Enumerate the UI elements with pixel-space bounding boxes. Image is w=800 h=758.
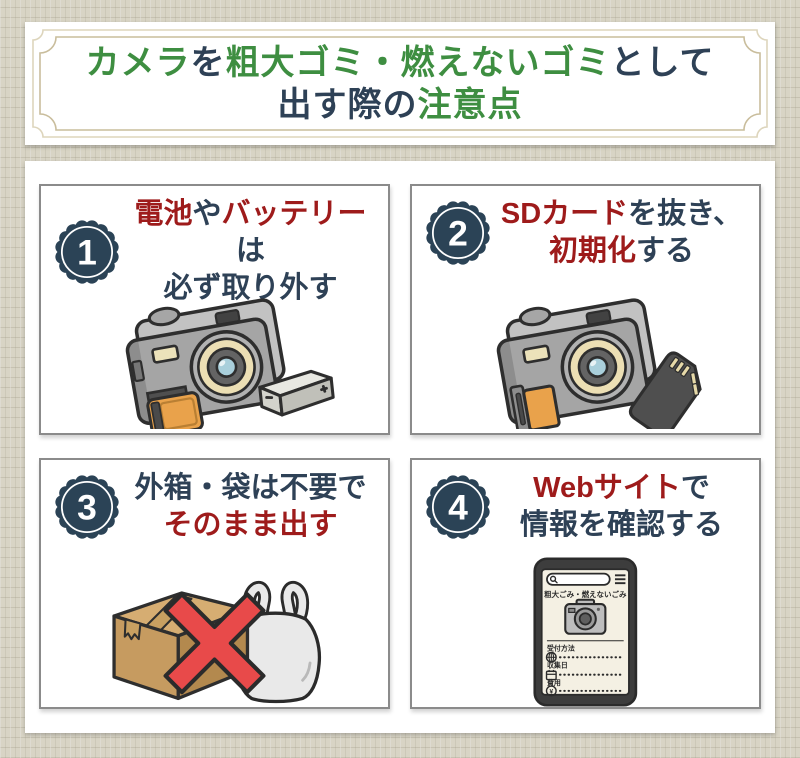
- card-step-4: 4 Webサイトで 情報を確認する 粗大ごみ・燃えないごみ: [410, 458, 761, 709]
- heading-segment: Webサイト: [533, 472, 681, 504]
- heading-segment: する: [636, 235, 695, 267]
- phone-info-row: 収集日: [545, 660, 625, 680]
- row-label: 受付方法: [547, 643, 575, 652]
- heading-segment: 注意点: [417, 85, 523, 124]
- card-step-1: 1 電池やバッテリーは 必ず取り外す: [39, 184, 390, 435]
- phone-info-row: 受付方法: [545, 643, 625, 663]
- search-bar: [546, 572, 611, 586]
- heading-segment: 粗大ゴミ・燃えないゴミ: [225, 43, 611, 82]
- svg-text:¥: ¥: [550, 688, 554, 695]
- badge-number: 3: [77, 487, 97, 527]
- flash-window: [150, 344, 180, 364]
- heading-segment: を: [190, 43, 226, 82]
- page-title-line2: 出す際の注意点: [278, 84, 523, 126]
- battery-illustration: [257, 369, 335, 417]
- hamburger-menu-icon: [615, 573, 626, 584]
- globe-icon: [545, 651, 557, 663]
- prohibition-cross-icon: [163, 591, 266, 694]
- card-heading: Webサイトで 情報を確認する: [492, 470, 751, 544]
- battery-door-open: [145, 390, 204, 429]
- heading-segment: や: [192, 198, 222, 230]
- camera-illustration: [125, 297, 286, 429]
- number-badge: 3: [53, 473, 121, 541]
- camera-battery-illustration: [125, 297, 335, 429]
- heading-segment: 必ず取り外す: [163, 272, 338, 304]
- sd-card-illustration: [628, 351, 702, 429]
- page-title-line1: カメラを粗大ゴミ・燃えないゴミとして: [86, 42, 715, 84]
- number-badge: 1: [53, 218, 121, 286]
- heading-segment: で: [680, 472, 710, 504]
- card-heading: 電池やバッテリーは 必ず取り外す: [121, 196, 380, 307]
- heading-segment: SDカード: [500, 198, 629, 230]
- badge-number: 4: [448, 487, 468, 527]
- phone-page-heading: 粗大ごみ・燃えないごみ: [544, 589, 627, 599]
- heading-segment: 情報を確認する: [519, 509, 723, 541]
- heading-segment: を抜き、: [628, 198, 743, 230]
- heading-segment: 外箱・袋は不要で: [134, 472, 367, 504]
- plus-terminal: [319, 384, 328, 393]
- card-step-3: 3 外箱・袋は不要で そのまま出す: [39, 458, 390, 709]
- camera-illustration: [496, 297, 657, 429]
- phone-camera-icon: [564, 598, 607, 635]
- heading-segment: 電池: [134, 198, 193, 230]
- card-heading: SDカードを抜き、 初期化する: [492, 196, 751, 270]
- card-door-open: [508, 384, 561, 429]
- heading-segment: 初期化: [548, 235, 636, 267]
- heading-segment: 出す際の: [277, 85, 418, 124]
- header-card: カメラを粗大ゴミ・燃えないゴミとして 出す際の注意点: [25, 22, 775, 145]
- row-label: 費用: [547, 678, 561, 687]
- tape-flap: [123, 617, 142, 640]
- heading-segment: として: [610, 43, 715, 82]
- card-heading: 外箱・袋は不要で そのまま出す: [121, 470, 380, 544]
- row-label: 収集日: [547, 660, 568, 669]
- number-badge: 2: [424, 199, 492, 267]
- decorative-frame: [32, 29, 768, 138]
- search-icon: [550, 575, 558, 584]
- phone-info-row: 費用 ¥: [545, 678, 625, 696]
- minus-terminal: [264, 395, 273, 399]
- badge-number: 1: [77, 232, 97, 272]
- calendar-icon: [545, 669, 557, 680]
- camera-knob: [147, 306, 181, 326]
- camera-knob: [518, 306, 552, 326]
- yen-coin-icon: ¥: [545, 684, 557, 696]
- box-bag-prohibited-illustration: [112, 580, 322, 703]
- heading-segment: バッテリー: [221, 198, 367, 230]
- heading-segment: カメラ: [85, 43, 191, 82]
- card-step-2: 2 SDカードを抜き、 初期化する: [410, 184, 761, 435]
- camera-sdcard-illustration: [496, 297, 702, 429]
- heading-segment: は: [235, 235, 265, 267]
- flash-window: [521, 344, 551, 364]
- number-badge: 4: [424, 473, 492, 541]
- badge-number: 2: [448, 213, 468, 253]
- smartphone-illustration: 粗大ごみ・燃えないごみ 受付方法: [533, 556, 638, 707]
- heading-segment: そのまま出す: [163, 509, 338, 541]
